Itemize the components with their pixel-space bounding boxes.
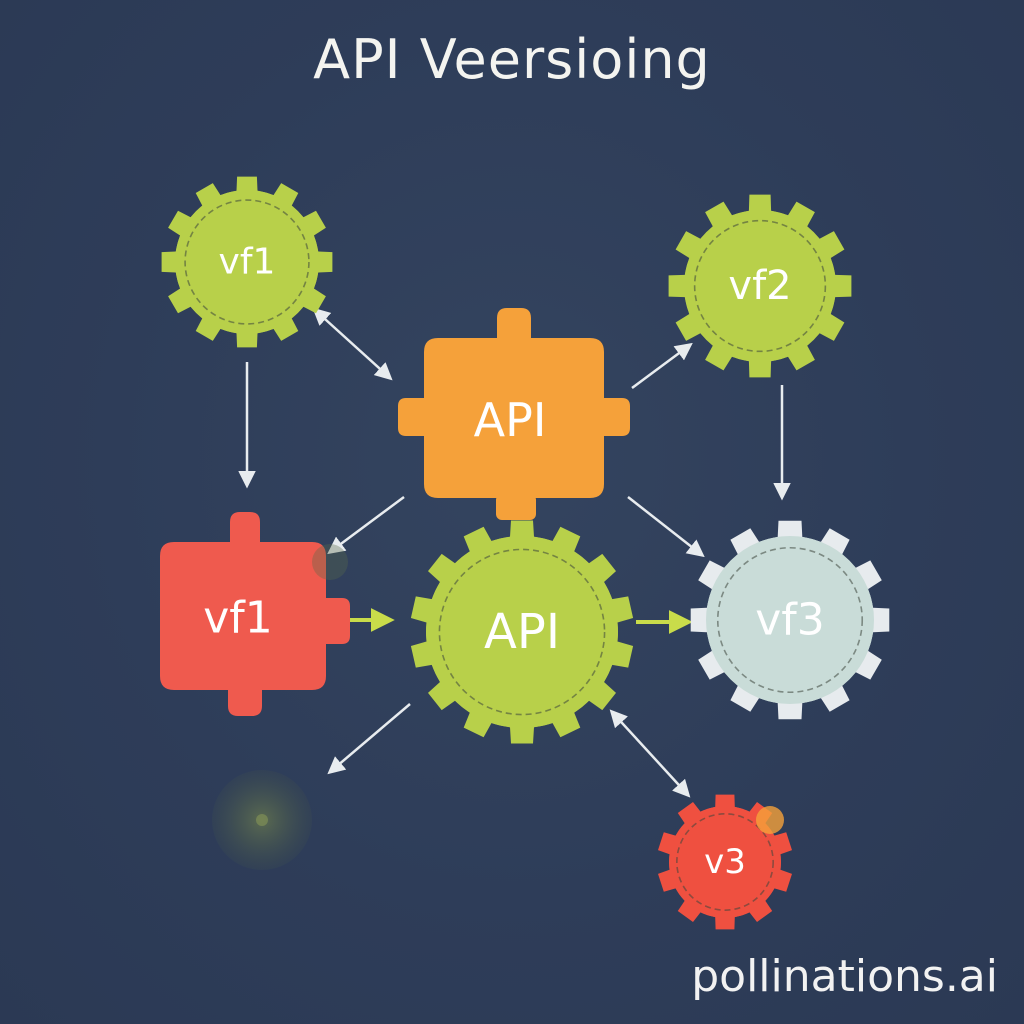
- gear-accent-dot: [756, 806, 784, 834]
- api-puzzle-label: API: [474, 393, 547, 447]
- gear-body: [684, 210, 836, 362]
- watermark-text: pollinations.ai: [691, 951, 998, 1002]
- gear-dashed-ring: [676, 813, 774, 911]
- gear-body: [175, 190, 319, 334]
- v3-gear-node: v3: [658, 794, 792, 930]
- vf1-gear-node: vf1: [161, 176, 333, 348]
- arrow-gear-center-to-gear-bottom: [609, 709, 691, 798]
- puzzle-shape: [160, 512, 350, 716]
- puzzle-shape: [398, 308, 630, 498]
- gear-dashed-ring: [438, 548, 606, 716]
- connector-arrows: [238, 307, 791, 798]
- vf2-gear-node: vf2: [668, 194, 852, 378]
- arrow-api-to-gear-right: [627, 496, 705, 558]
- api-puzzle-node: API: [398, 308, 630, 520]
- arrow-api-to-gear-top-right: [631, 342, 693, 390]
- gear-dashed-ring: [716, 546, 864, 694]
- arrow-api-to-puzzle-left: [327, 495, 405, 555]
- gear-label: vf1: [219, 242, 276, 283]
- gear-label: vf3: [755, 595, 825, 646]
- gear-body: [706, 536, 874, 704]
- gear-label: vf2: [728, 263, 791, 309]
- api-gear-node: API: [410, 520, 634, 744]
- arrow-gear-center-to-blob: [327, 703, 411, 775]
- gear-body: [426, 536, 618, 728]
- gear-dashed-ring: [693, 219, 827, 353]
- gear-dashed-ring: [184, 199, 310, 325]
- page-title: API Veersioing: [313, 28, 711, 91]
- vf3-gear-node: vf3: [690, 520, 890, 720]
- vf1-puzzle-label: vf1: [203, 593, 273, 644]
- gear-body: [669, 806, 781, 918]
- gear-label: API: [484, 604, 560, 660]
- arrow-gear-top-left-to-api: [312, 307, 393, 381]
- gear-label: v3: [704, 842, 746, 882]
- vf1-puzzle-node: vf1: [160, 512, 350, 716]
- faded-blob: [212, 770, 312, 870]
